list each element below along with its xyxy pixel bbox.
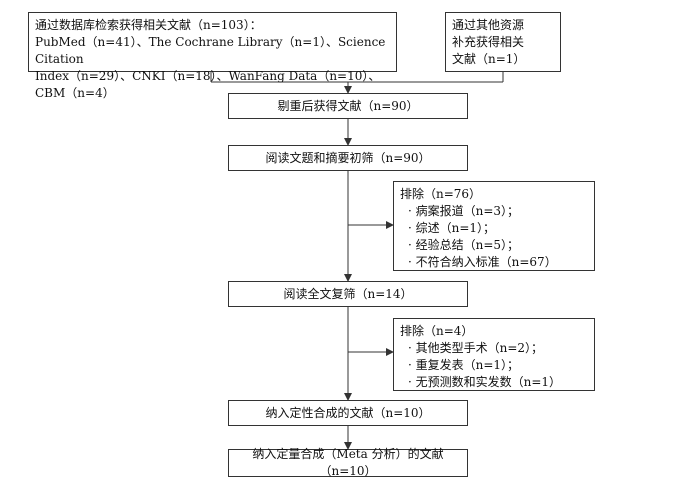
search-line-2: PubMed（n=41）、The Cochrane Library（n=1）、S… bbox=[35, 35, 386, 66]
fulltext-label: 阅读全文复筛（n=14） bbox=[283, 286, 413, 301]
dedup-box: 剔重后获得文献（n=90） bbox=[228, 93, 468, 119]
other-resources-box: 通过其他资源 补充获得相关 文献（n=1） bbox=[445, 12, 561, 72]
exclusion-box-1: 排除（n=76） 病案报道（n=3）； 综述（n=1）； 经验总结（n=5）； … bbox=[393, 181, 595, 271]
search-line-1: 通过数据库检索获得相关文献（n=103）： bbox=[35, 18, 262, 32]
qualitative-label: 纳入定性合成的文献（n=10） bbox=[265, 405, 431, 420]
exclusion-1-item: 经验总结（n=5）； bbox=[400, 237, 588, 254]
exclusion-2-item: 其他类型手术（n=2）； bbox=[400, 340, 588, 357]
title-abstract-screen-box: 阅读文题和摘要初筛（n=90） bbox=[228, 145, 468, 171]
qualitative-synthesis-box: 纳入定性合成的文献（n=10） bbox=[228, 400, 468, 426]
other-line-3: 文献（n=1） bbox=[452, 52, 526, 66]
exclusion-2-head: 排除（n=4） bbox=[400, 324, 474, 338]
dedup-label: 剔重后获得文献（n=90） bbox=[277, 98, 419, 113]
quantitative-label: 纳入定量合成（Meta 分析）的文献（n=10） bbox=[252, 447, 444, 478]
database-search-box: 通过数据库检索获得相关文献（n=103）： PubMed（n=41）、The C… bbox=[28, 12, 397, 100]
exclusion-box-2: 排除（n=4） 其他类型手术（n=2）； 重复发表（n=1）； 无预测数和实发数… bbox=[393, 318, 595, 391]
quantitative-synthesis-box: 纳入定量合成（Meta 分析）的文献（n=10） bbox=[228, 447, 468, 478]
other-line-1: 通过其他资源 bbox=[452, 18, 525, 32]
other-line-2: 补充获得相关 bbox=[452, 35, 525, 49]
exclusion-2-item: 无预测数和实发数（n=1） bbox=[400, 374, 588, 391]
exclusion-1-item: 病案报道（n=3）； bbox=[400, 203, 588, 220]
screen-label: 阅读文题和摘要初筛（n=90） bbox=[265, 150, 431, 165]
exclusion-1-head: 排除（n=76） bbox=[400, 187, 482, 201]
search-line-3: Index（n=29）、CNKI（n=18）、WanFang Data（n=10… bbox=[35, 69, 381, 100]
fulltext-screen-box: 阅读全文复筛（n=14） bbox=[228, 281, 468, 307]
exclusion-1-item: 不符合纳入标准（n=67） bbox=[400, 254, 588, 271]
exclusion-1-item: 综述（n=1）； bbox=[400, 220, 588, 237]
exclusion-2-item: 重复发表（n=1）； bbox=[400, 357, 588, 374]
